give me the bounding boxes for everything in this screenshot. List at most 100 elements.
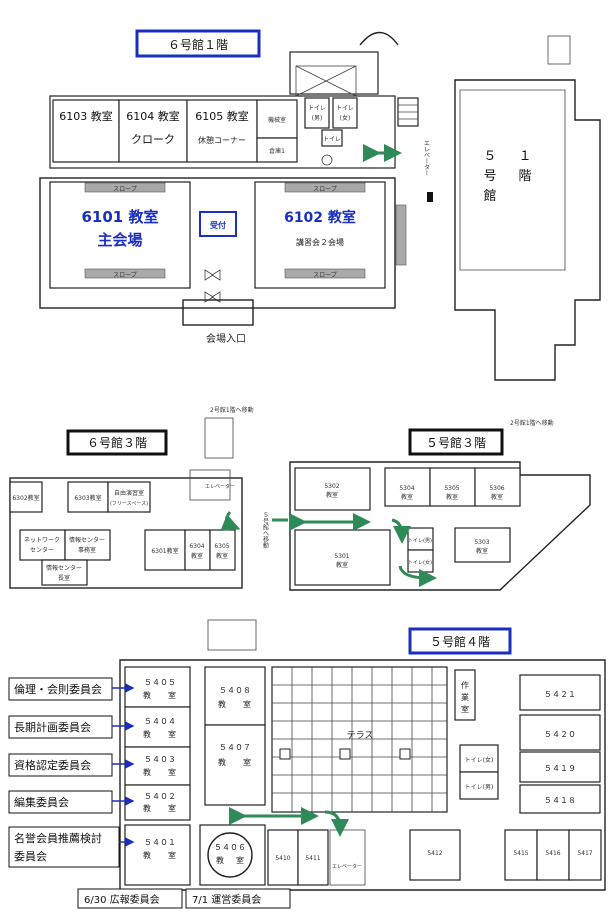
room-5303 — [454, 527, 511, 563]
committee-box-4 — [8, 790, 113, 814]
toilet-common-b6f1 — [321, 129, 343, 147]
label-5420: ５４２０ — [544, 730, 576, 739]
bottom-committee-2: 7/1 運営委員会 — [192, 893, 261, 906]
committee-4: 編集委員会 — [14, 795, 69, 809]
label-5416: 5416 — [545, 850, 560, 857]
title-b6f1: ６号館１階 — [168, 37, 228, 52]
label-b5-kan: 館 — [483, 189, 496, 204]
b5f3-outline — [289, 461, 591, 591]
label-rest: 休憩コーナー — [198, 135, 246, 145]
room-5301 — [294, 529, 391, 586]
bottom-box-1 — [77, 888, 183, 909]
label-6105: 6105 教室 — [195, 109, 249, 123]
room-6105 — [186, 99, 258, 163]
label-bridge: ５号館へ移動 — [262, 512, 269, 549]
label-6304: 6304 — [189, 543, 204, 550]
storage-room — [256, 137, 298, 163]
label-toilet-m-b5f3: トイレ(男) — [408, 538, 432, 544]
label-5405: ５４０５ — [144, 678, 176, 687]
label-cloak: クローク — [131, 133, 175, 146]
label-machine: 機械室 — [268, 116, 286, 124]
label-elev-b6f3: エレベーター — [205, 483, 235, 490]
room-5404 — [124, 706, 191, 748]
room-6305 — [209, 529, 236, 571]
terrace-grid — [272, 667, 447, 812]
label-5401-shitsu: 室 — [168, 850, 176, 860]
room-5421 — [519, 674, 601, 711]
toilet-female-b5f4 — [459, 744, 499, 773]
label-slope-4: スロープ — [313, 272, 337, 279]
work-room — [454, 669, 476, 721]
label-info-center-2: 事務室 — [78, 546, 96, 554]
label-5408-kyo: 教 — [218, 699, 226, 709]
room-5410 — [267, 829, 299, 886]
label-elev-b5f4: エレベーター — [332, 863, 362, 870]
label-6103: 6103 教室 — [59, 109, 113, 123]
label-info-head-2: 長室 — [58, 574, 70, 582]
bottom-committee-1: 6/30 広報委員会 — [84, 893, 160, 906]
label-network-1: ネットワーク — [24, 537, 60, 544]
room-5305 — [429, 467, 476, 507]
room-5420 — [519, 714, 601, 751]
info-center-head — [41, 559, 88, 586]
label-toilet-c: トイレ — [323, 136, 341, 143]
label-6303: 6303教室 — [74, 494, 101, 502]
label-5402-shitsu: 室 — [168, 803, 176, 813]
label-terrace: テラス — [347, 730, 374, 741]
label-slope-3: スロープ — [313, 186, 337, 193]
stair-b5f4 — [207, 619, 257, 651]
label-slope-1: スロープ — [113, 186, 137, 193]
label-5403-kyo: 教 — [143, 767, 151, 777]
building6-floor3: 2号館1階へ移動 ６号館３階 6302教室 6303教室 自由演習室 (フリース… — [9, 406, 269, 589]
room-5306 — [474, 467, 521, 507]
room-6301 — [144, 529, 186, 571]
title-badge-b5f4 — [408, 627, 512, 655]
elevator-area-b6f3 — [189, 469, 231, 501]
label-5418: ５４１８ — [544, 796, 576, 805]
route-arrow-b5f3-2 — [391, 518, 411, 544]
room-6104 — [118, 99, 188, 163]
room-5412 — [409, 829, 461, 881]
label-5404: ５４０４ — [144, 717, 176, 726]
label-5404-kyo: 教 — [143, 729, 151, 739]
label-5402: ５４０２ — [144, 792, 176, 801]
slope-6101-bottom — [84, 268, 166, 279]
room-5405 — [124, 666, 191, 708]
self-study-room — [107, 481, 151, 513]
room-5406 — [199, 824, 266, 886]
reception-box — [199, 211, 237, 237]
bottom-box-2 — [185, 888, 291, 909]
label-6101: 6101 教室 — [82, 208, 159, 226]
label-5302: 5302 — [324, 483, 339, 490]
title-badge-b6f3 — [66, 429, 168, 456]
label-5401: ５４０１ — [144, 838, 176, 847]
stair-b6f3 — [204, 417, 234, 459]
label-5419: ５４１９ — [544, 764, 576, 773]
route-arrow-b5f4-2 — [324, 810, 349, 837]
person-icon — [427, 192, 433, 202]
label-5408: ５４０８ — [219, 686, 251, 695]
label-5303-sub: 教室 — [476, 547, 488, 555]
label-b5-kai: 階 — [518, 169, 531, 184]
label-5407-kyo: 教 — [218, 757, 226, 767]
label-5306: 5306 — [489, 485, 504, 492]
label-b5-gou: 号 — [483, 169, 496, 184]
note-b6f3-top: 2号館1階へ移動 — [210, 406, 254, 414]
label-info-center-1: 情報センター — [69, 536, 105, 544]
label-self-study-sub: (フリースペース) — [110, 501, 148, 507]
label-reception: 受付 — [210, 220, 226, 230]
stair-top — [359, 31, 399, 46]
room-5418 — [519, 784, 601, 814]
label-storage: 倉庫1 — [269, 147, 285, 155]
committee-3: 資格認定委員会 — [14, 758, 91, 772]
label-5406-shitsu: 室 — [236, 855, 244, 865]
room-5415 — [504, 829, 538, 881]
label-6302: 6302教室 — [12, 494, 39, 502]
upper-structure — [289, 51, 379, 95]
room-6302 — [9, 481, 43, 513]
building5-floor4: ５号館４階 ５４０５ 教 室 ５４０４ 教 室 ５４０３ 教 室 ５４０２ 教 … — [119, 619, 606, 891]
label-toilet-f-sub: (女) — [340, 114, 351, 122]
south-wing — [39, 177, 396, 309]
label-5410: 5410 — [275, 855, 290, 862]
